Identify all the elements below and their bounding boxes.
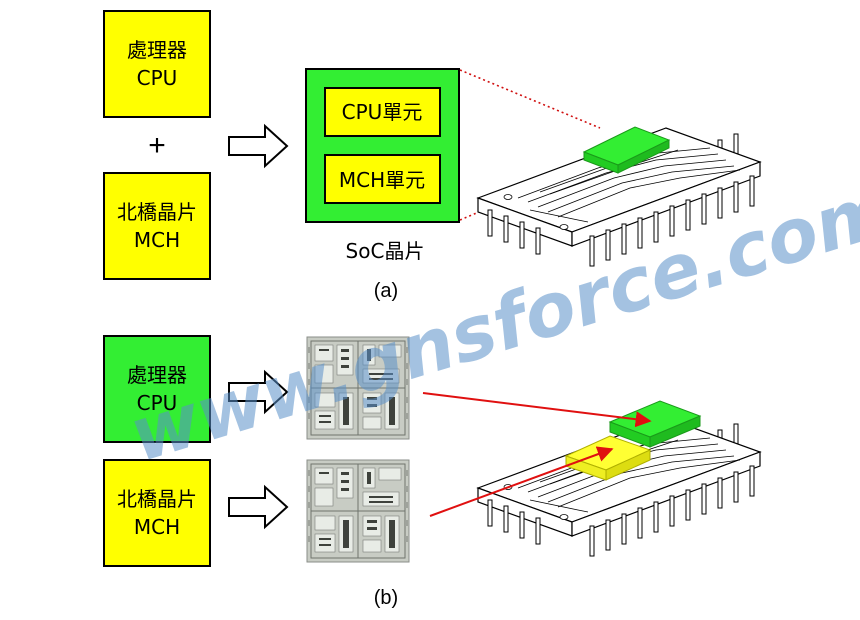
- cpu-box-b: 處理器 CPU: [103, 335, 211, 443]
- placement-arrows: [422, 392, 652, 517]
- soc-mch-unit-label: MCH單元: [339, 168, 425, 192]
- soc-label: SoC晶片: [346, 239, 425, 263]
- mch-box-b-line2: MCH: [134, 515, 180, 539]
- hollow-right-arrow-icon: [228, 486, 288, 528]
- dip-chip-package-icon: [477, 126, 761, 267]
- caption-b: (b): [374, 587, 398, 609]
- mch-box-b: 北橋晶片 MCH: [103, 459, 211, 567]
- cpu-box-b-line2: CPU: [137, 391, 178, 415]
- mch-box-a: 北橋晶片 MCH: [103, 172, 211, 280]
- hollow-right-arrow-icon: [228, 125, 288, 167]
- soc-cpu-unit-label: CPU單元: [342, 100, 423, 124]
- cpu-box-a: 處理器 CPU: [103, 10, 211, 118]
- mch-die-photo-icon: [306, 459, 410, 563]
- soc-mch-unit: [324, 154, 441, 204]
- dip-chip-package-icon: [477, 400, 761, 557]
- cpu-box-a-line2: CPU: [137, 66, 178, 90]
- mch-box-b-line1: 北橋晶片: [117, 487, 197, 511]
- plus-sign: +: [148, 129, 166, 162]
- cpu-placement-arrow: [422, 392, 652, 428]
- part-b: 處理器 CPU 北橋晶片 MCH: [103, 335, 761, 609]
- mch-placement-arrow: [429, 446, 614, 517]
- mch-box-a-line1: 北橋晶片: [117, 200, 197, 224]
- soc-chip: CPU單元 MCH單元: [305, 68, 460, 223]
- cpu-box-a-line1: 處理器: [127, 38, 187, 62]
- soc-cpu-unit: [324, 87, 441, 137]
- soc-die-on-package: [582, 126, 671, 174]
- caption-a: (a): [374, 280, 398, 302]
- mch-box-a-line2: MCH: [134, 228, 180, 252]
- part-a: 處理器 CPU + 北橋晶片 MCH CPU單元 MCH單元 SoC晶片: [103, 10, 761, 302]
- cpu-box-b-line1: 處理器: [127, 363, 187, 387]
- cpu-die-on-package: [608, 400, 702, 448]
